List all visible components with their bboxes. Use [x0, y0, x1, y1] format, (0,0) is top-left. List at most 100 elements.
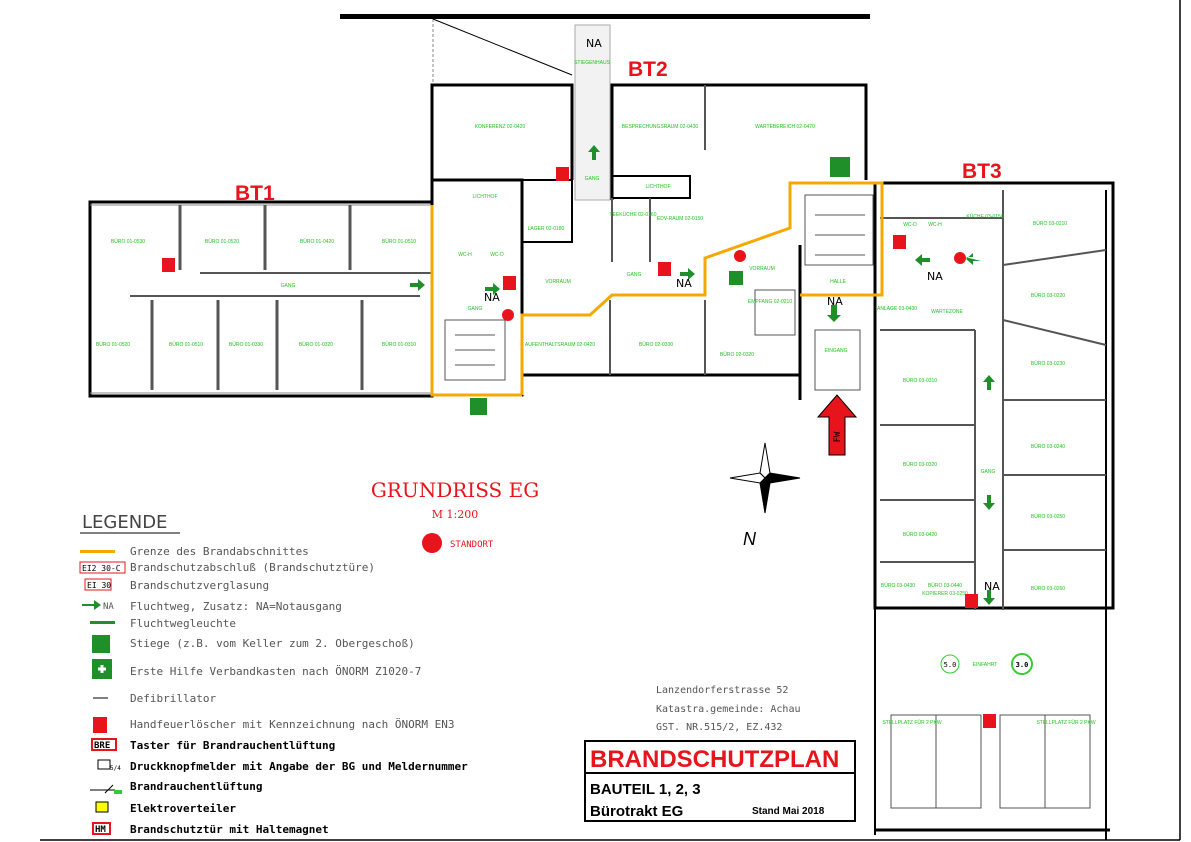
- room-label: BÜRO 01-0330: [229, 341, 263, 348]
- fire-extinguisher-icon: [658, 262, 671, 276]
- fire-extinguisher-icons: [162, 167, 996, 728]
- plan-scale: M 1:200: [432, 508, 478, 521]
- section-label-bt2: BT2: [628, 58, 668, 81]
- legend-item-label: Brandschutzabschluß (Brandschutztüre): [130, 561, 375, 574]
- height-sign-value: 3.0: [1016, 661, 1029, 669]
- room-label: BÜRO 03-0420: [903, 531, 937, 538]
- legend-item-label: Brandschutztür mit Haltemagnet: [130, 823, 329, 836]
- rooms-bt1: BÜRO 01-0530 BÜRO 01-0520 BÜRO 01-0420 B…: [96, 238, 416, 348]
- room-label: WARTEBEREICH 02-0470: [755, 124, 815, 130]
- legend-item-label: Brandrauchentlüftung: [130, 780, 262, 793]
- room-label: BÜRO 03-0240: [1031, 443, 1065, 450]
- legend-item-label: Stiege (z.B. vom Keller zum 2. Obergesch…: [130, 637, 415, 650]
- compass-rose-icon: [729, 442, 801, 514]
- legend-item-label: Handfeuerlöscher mit Kennzeichnung nach …: [130, 718, 455, 731]
- height-sign: [1011, 653, 1033, 675]
- title-block-subtitle: Bürotrakt EG: [590, 803, 683, 820]
- room-label: BESPRECHUNGSRAUM 02-0430: [622, 124, 699, 130]
- room-label: BÜRO 03-0250: [1031, 513, 1065, 520]
- room-label: GANG: [627, 272, 642, 278]
- room-label: BÜRO 01-0510: [169, 341, 203, 348]
- room-label: BÜRO 03-0260: [1031, 585, 1065, 592]
- room-label: BÜRO 03-0230: [1031, 360, 1065, 367]
- fire-extinguisher-icon: [503, 276, 516, 290]
- fire-compartment-border: [430, 181, 884, 397]
- width-sign-value: 5.0: [944, 661, 957, 669]
- standort-dot: [422, 533, 442, 553]
- room-label: BÜRO 02-0330: [639, 341, 673, 348]
- fire-extinguisher-icon: [556, 167, 569, 181]
- legend-item-label: Druckknopfmelder mit Angabe der BG und M…: [130, 760, 468, 773]
- fire-extinguisher-icon: [983, 714, 996, 728]
- standort-label: STANDORT: [450, 540, 494, 550]
- address-cadastral: Katastra.gemeinde: Achau: [656, 704, 801, 715]
- walls: [88, 83, 1115, 840]
- section-label-bt1: BT1: [235, 182, 275, 205]
- address-street: Lanzendorferstrasse 52: [656, 685, 788, 696]
- room-label: WC-D: [490, 252, 504, 258]
- room-label: WARTEZONE: [931, 309, 963, 315]
- exit-label: NA: [827, 295, 843, 308]
- legend-symbol-callpoint: 5/4: [110, 765, 121, 772]
- title-block-date: Stand Mai 2018: [752, 806, 825, 817]
- room-label: BÜRO 01-0310: [382, 341, 416, 348]
- room-label: TEEKÜCHE 02-0160: [610, 211, 657, 218]
- legend-item-label: Defibrillator: [130, 692, 216, 705]
- room-label: WC-H: [928, 222, 942, 228]
- rooms-bt3: WC-D WC-H KÜCHE 03-0150 ANLAGE 03-0430 W…: [877, 213, 1067, 597]
- plan-title: GRUNDRISS EG: [371, 478, 539, 502]
- room-label: KÜCHE 03-0150: [966, 213, 1003, 220]
- address-parcel: GST. NR.515/2, EZ.432: [656, 722, 782, 733]
- legend-item-label: Taster für Brandrauchentlüftung: [130, 739, 335, 752]
- room-label: EMPFANG 02-0210: [748, 299, 792, 305]
- staircase: [444, 24, 874, 381]
- room-label: LAGER 02-0180: [528, 226, 565, 232]
- room-label: EDV-RAUM 02-0150: [657, 216, 703, 222]
- location-markers: [502, 250, 966, 321]
- room-label: EINGANG: [824, 348, 847, 354]
- room-label: STIEGENHAUS: [574, 60, 611, 66]
- exit-label: NA: [927, 270, 943, 283]
- rooms-bt2: KONFERENZ 02-0420 BESPRECHUNGSRAUM 02-04…: [458, 60, 847, 358]
- legend-item-label: Fluchtweg, Zusatz: NA=Notausgang: [130, 600, 342, 613]
- title-block-title: BRANDSCHUTZPLAN: [590, 746, 839, 773]
- exit-label: NA: [586, 37, 602, 50]
- exit-label: NA: [484, 291, 500, 304]
- room-label: KONFERENZ 02-0420: [475, 124, 526, 130]
- room-label: BÜRO 03-0220: [1031, 292, 1065, 299]
- legend-symbol-door: EI2 30-C: [82, 564, 121, 573]
- parking-area: 5.0 EINFAHRT 3.0 STELLPLATZ FÜR 2 PKW ST…: [882, 653, 1096, 726]
- legend-item-label: Elektroverteiler: [130, 802, 236, 815]
- legend-symbol-hm: HM: [95, 825, 106, 835]
- stairs-icon: [470, 398, 487, 415]
- room-label: LICHTHOF: [646, 184, 671, 190]
- legend-item-label: Fluchtwegleuchte: [130, 617, 236, 630]
- room-label: GANG: [585, 176, 600, 182]
- legend-symbol-border: [80, 550, 115, 553]
- room-label: BÜRO 01-0520: [96, 341, 130, 348]
- fire-brigade-label: FW: [833, 431, 843, 442]
- room-label: BÜRO 01-0520: [205, 238, 239, 245]
- legend-item-label: Erste Hilfe Verbandkasten nach ÖNORM Z10…: [130, 665, 421, 678]
- room-label: AUFENTHALTSRAUM 02-0420: [525, 342, 595, 348]
- stairs-icon: [830, 157, 850, 177]
- room-label: BÜRO 01-0420: [300, 238, 334, 245]
- legend-symbol-exit: NA: [103, 602, 114, 612]
- fire-brigade-access-arrow: FW: [816, 394, 858, 456]
- room-label: BÜRO 03-0210: [1033, 220, 1067, 227]
- room-label: WC-D: [903, 222, 917, 228]
- room-label: EINFAHRT: [973, 662, 998, 668]
- room-label: GANG: [468, 306, 483, 312]
- room-label: BÜRO 01-0530: [111, 238, 145, 245]
- legend-item-label: Brandschutzverglasung: [130, 579, 269, 592]
- exit-label: NA: [984, 580, 1000, 593]
- escape-route-arrows: [410, 145, 995, 605]
- room-label: LICHTHOF: [473, 194, 498, 200]
- fire-extinguisher-icon: [162, 258, 175, 272]
- room-label: BÜRO 03-0430: [881, 582, 915, 589]
- title-block: BRANDSCHUTZPLAN BAUTEIL 1, 2, 3 Bürotrak…: [584, 740, 856, 822]
- legend-symbol-glazing: EI 30: [87, 581, 111, 590]
- room-label: BÜRO 03-0310: [903, 377, 937, 384]
- exit-label: NA: [676, 277, 692, 290]
